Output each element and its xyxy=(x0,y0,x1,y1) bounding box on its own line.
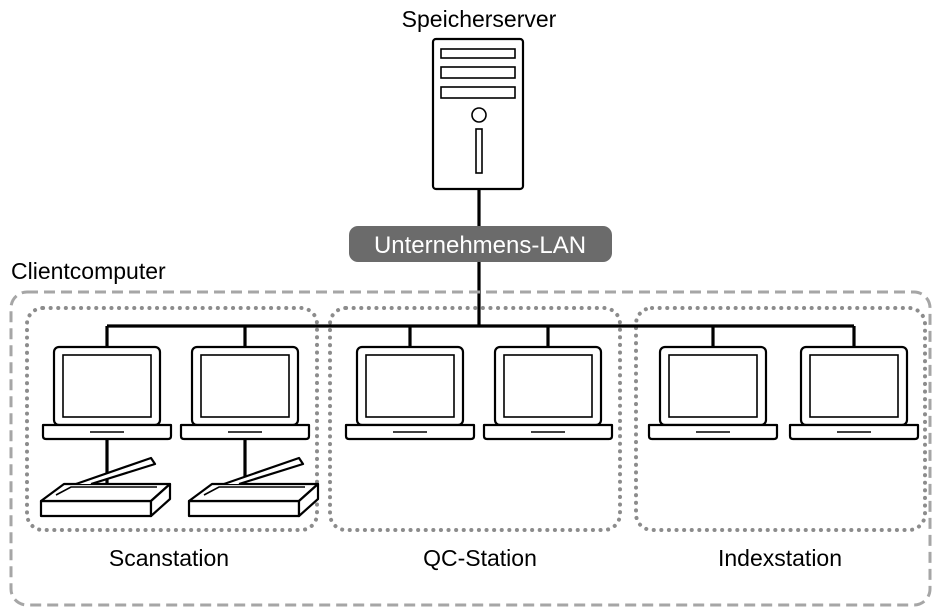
laptop-icon xyxy=(482,345,614,441)
scanner-icon xyxy=(187,456,320,518)
bus-drops xyxy=(105,326,856,347)
laptop-icon xyxy=(788,345,920,441)
group-label-qc-station: QC-Station xyxy=(423,545,537,571)
server-label: Speicherserver xyxy=(402,6,557,32)
lan-label: Unternehmens-LAN xyxy=(374,232,586,259)
group-label-scanstation: Scanstation xyxy=(109,545,229,571)
laptop-icon xyxy=(647,345,779,441)
group-box-qc-station xyxy=(328,306,622,532)
clients-label: Clientcomputer xyxy=(11,258,166,284)
group-label-indexstation: Indexstation xyxy=(718,545,842,571)
clients-boundary xyxy=(9,290,932,607)
laptop-icon xyxy=(344,345,476,441)
group-box-indexstation xyxy=(634,306,927,532)
lan-badge: Unternehmens-LAN xyxy=(349,226,612,262)
laptop-icon xyxy=(179,345,311,441)
server-icon xyxy=(431,37,525,191)
laptop-icon xyxy=(41,345,173,441)
group-box-scanstation xyxy=(25,306,319,532)
